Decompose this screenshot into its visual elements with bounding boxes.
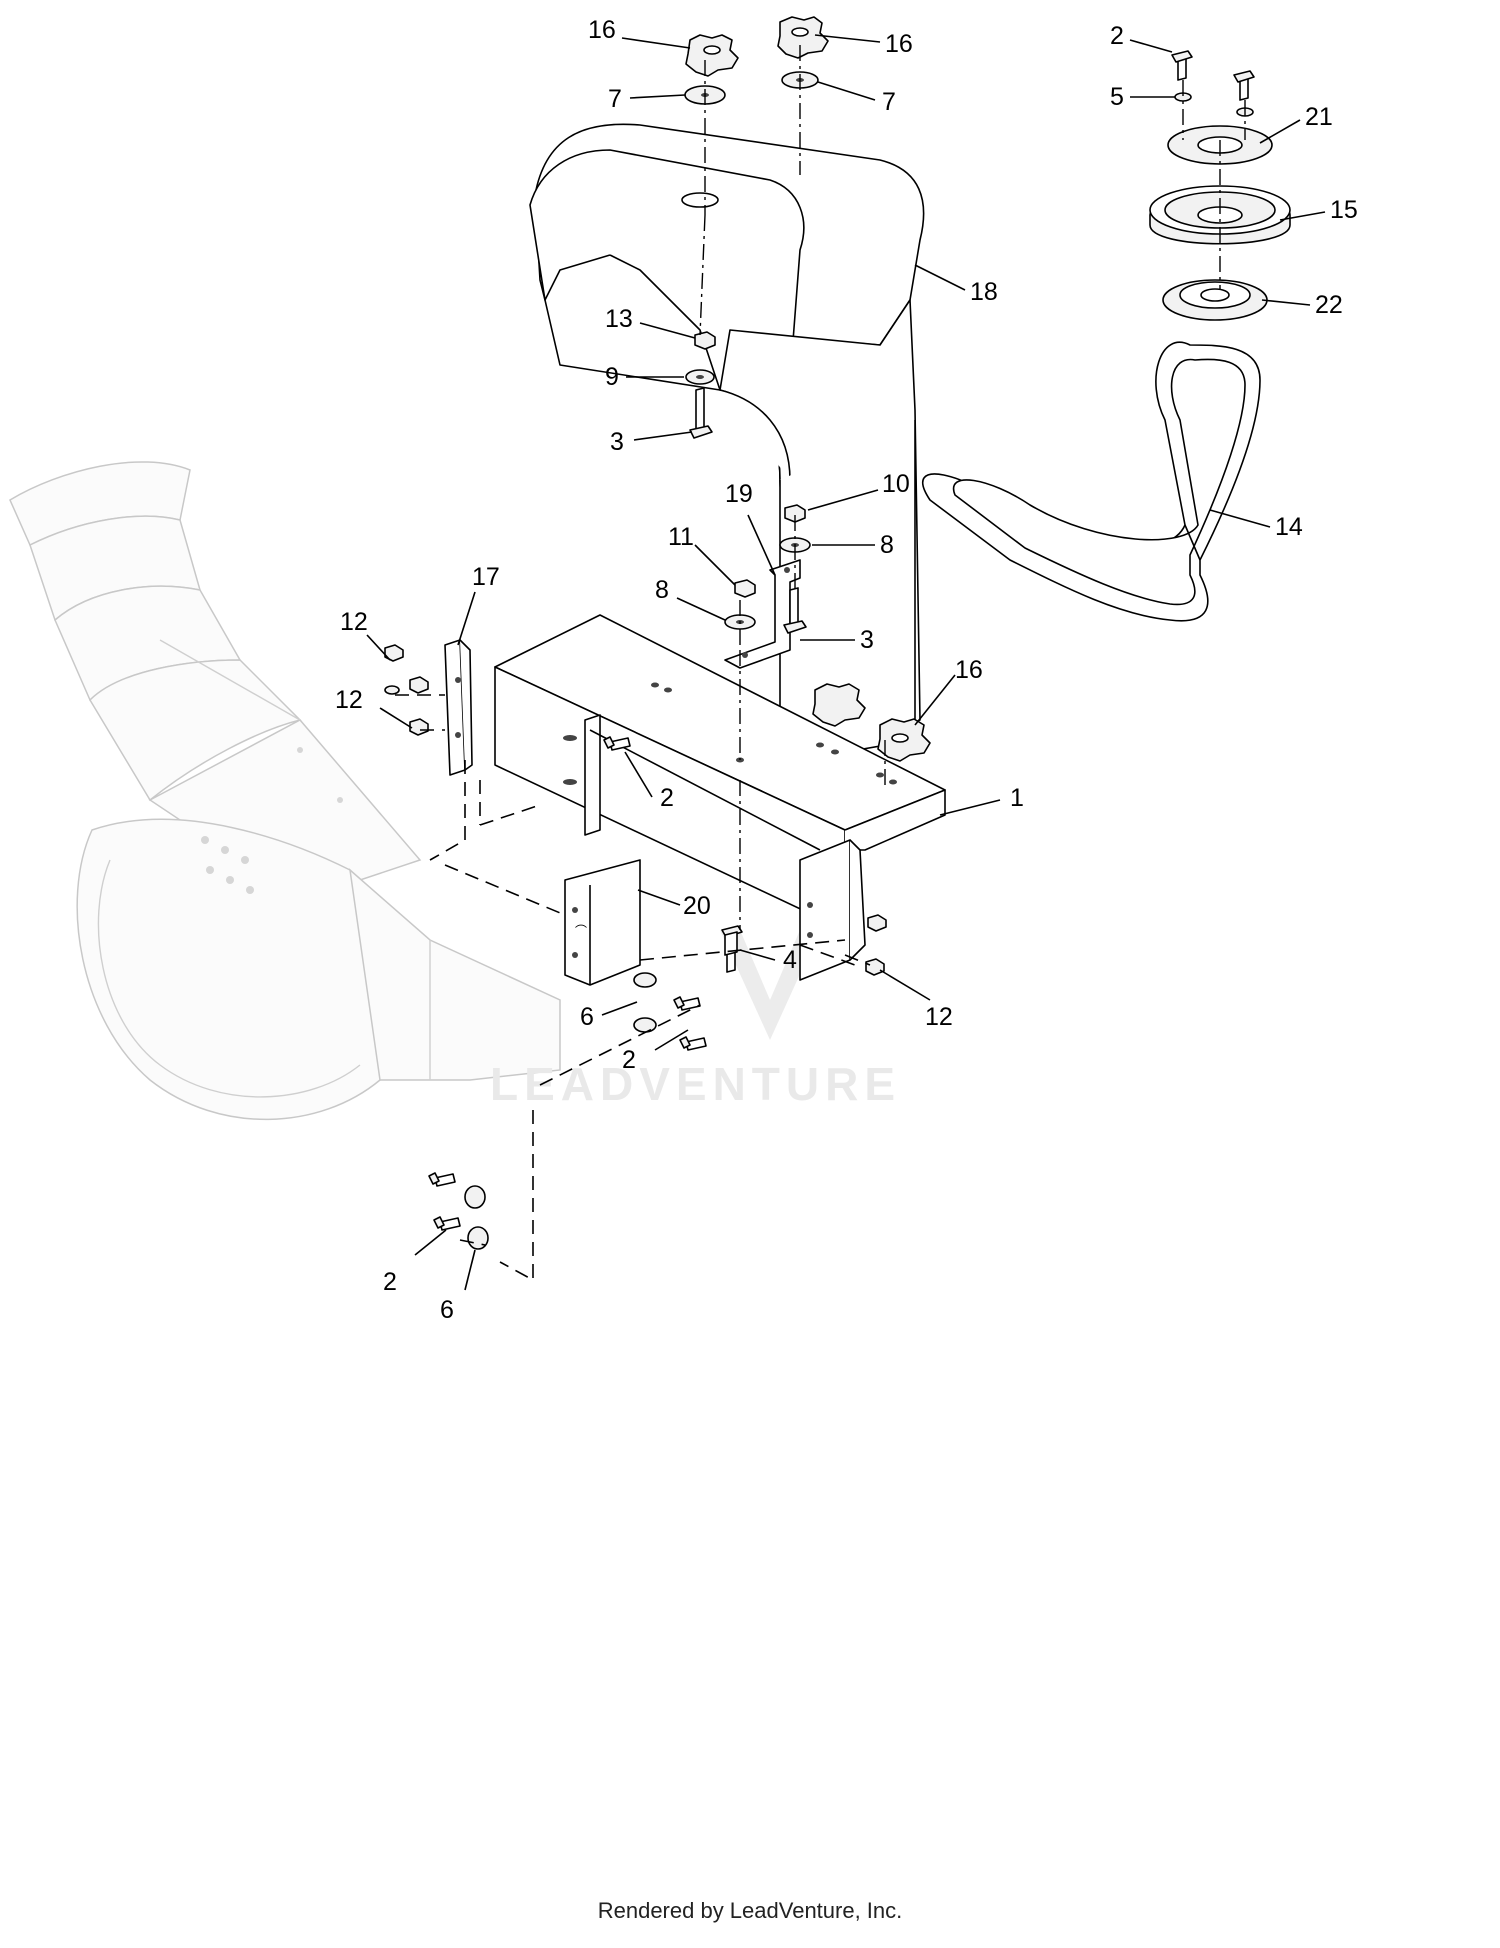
callout-18: 18 (970, 278, 998, 306)
footer-credit: Rendered by LeadVenture, Inc. (597, 1898, 903, 1923)
bolt-2-bracket-top (603, 736, 631, 751)
bolt-2-pulley-left (1171, 50, 1193, 81)
callout-16: 16 (885, 30, 913, 58)
bolt-2-bottom-a (428, 1172, 456, 1187)
callout-20: 20 (683, 892, 711, 920)
nut-12-right-a (867, 914, 887, 932)
callout-6: 6 (580, 1003, 594, 1031)
callout-6: 6 (440, 1296, 454, 1324)
knob-16-top-left (685, 34, 739, 77)
callout-12: 12 (335, 686, 363, 714)
nut-12-upper-b (409, 676, 429, 694)
callout-7: 7 (608, 85, 622, 113)
hub-22 (1162, 279, 1268, 321)
bracket-mark: ⌒ (575, 924, 587, 938)
leader-lines (366, 34, 1326, 1291)
bolt-4 (721, 925, 743, 973)
callout-12: 12 (925, 1003, 953, 1031)
callout-8: 8 (880, 531, 894, 559)
callout-7: 7 (882, 88, 896, 116)
blower-housing-ghost (9, 461, 561, 1121)
callout-2: 2 (622, 1046, 636, 1074)
watermark: LEADVENTURE (490, 820, 901, 1110)
knob-16-bracket-right (877, 718, 931, 762)
callout-13: 13 (605, 305, 633, 333)
belt-guard-cover (529, 123, 925, 761)
callouts: 16 16 7 7 2 5 21 15 22 18 13 9 3 10 14 1… (335, 16, 1358, 1324)
callout-3: 3 (860, 626, 874, 654)
callout-2: 2 (660, 784, 674, 812)
callout-4: 4 (783, 946, 797, 974)
left-mount-bracket (444, 639, 473, 776)
washer-6-upper (633, 972, 657, 988)
nut-11 (734, 579, 756, 598)
nut-13 (694, 331, 716, 350)
nut-12-upper-a (384, 644, 404, 662)
callout-16: 16 (588, 16, 616, 44)
callout-15: 15 (1330, 196, 1358, 224)
callout-16: 16 (955, 656, 983, 684)
chute-bracket: ⌒ (564, 859, 641, 986)
bolt-2-pulley-right (1233, 70, 1255, 101)
bolt-3-upper (689, 387, 713, 439)
callout-22: 22 (1315, 291, 1343, 319)
callout-19: 19 (725, 480, 753, 508)
washer-12-left (384, 685, 400, 695)
bolt-3-lower (783, 587, 807, 634)
callout-10: 10 (882, 470, 910, 498)
support-bracket (494, 614, 946, 981)
callout-8: 8 (655, 576, 669, 604)
bolt-2-bracket-low (679, 1036, 707, 1051)
nut-12-lower (409, 718, 429, 736)
callout-11: 11 (668, 523, 694, 551)
nut-12-right-b (865, 958, 885, 976)
knob-16-top-right (777, 16, 829, 59)
v-belt-14 (922, 341, 1261, 622)
assembly-lines (395, 45, 1246, 1282)
callout-3: 3 (610, 428, 624, 456)
callout-12: 12 (340, 608, 368, 636)
bolt-2-bottom-b (433, 1216, 461, 1231)
watermark-text: LEADVENTURE (490, 1058, 901, 1110)
washer-6-lower (633, 1017, 657, 1033)
callout-9: 9 (605, 363, 619, 391)
callout-2: 2 (1110, 22, 1124, 50)
washer-6-bottom-b (467, 1226, 489, 1250)
knob-16-bracket-left (812, 683, 866, 727)
callout-2: 2 (383, 1268, 397, 1296)
callout-17: 17 (472, 563, 500, 591)
washer-6-bottom-a (464, 1185, 486, 1209)
upright-bracket (724, 559, 801, 669)
callout-14: 14 (1275, 513, 1303, 541)
nut-10 (784, 504, 806, 523)
callout-5: 5 (1110, 83, 1124, 111)
bolt-2-bracket-mid (673, 996, 701, 1011)
callout-21: 21 (1305, 103, 1333, 131)
callout-1: 1 (1010, 784, 1024, 812)
